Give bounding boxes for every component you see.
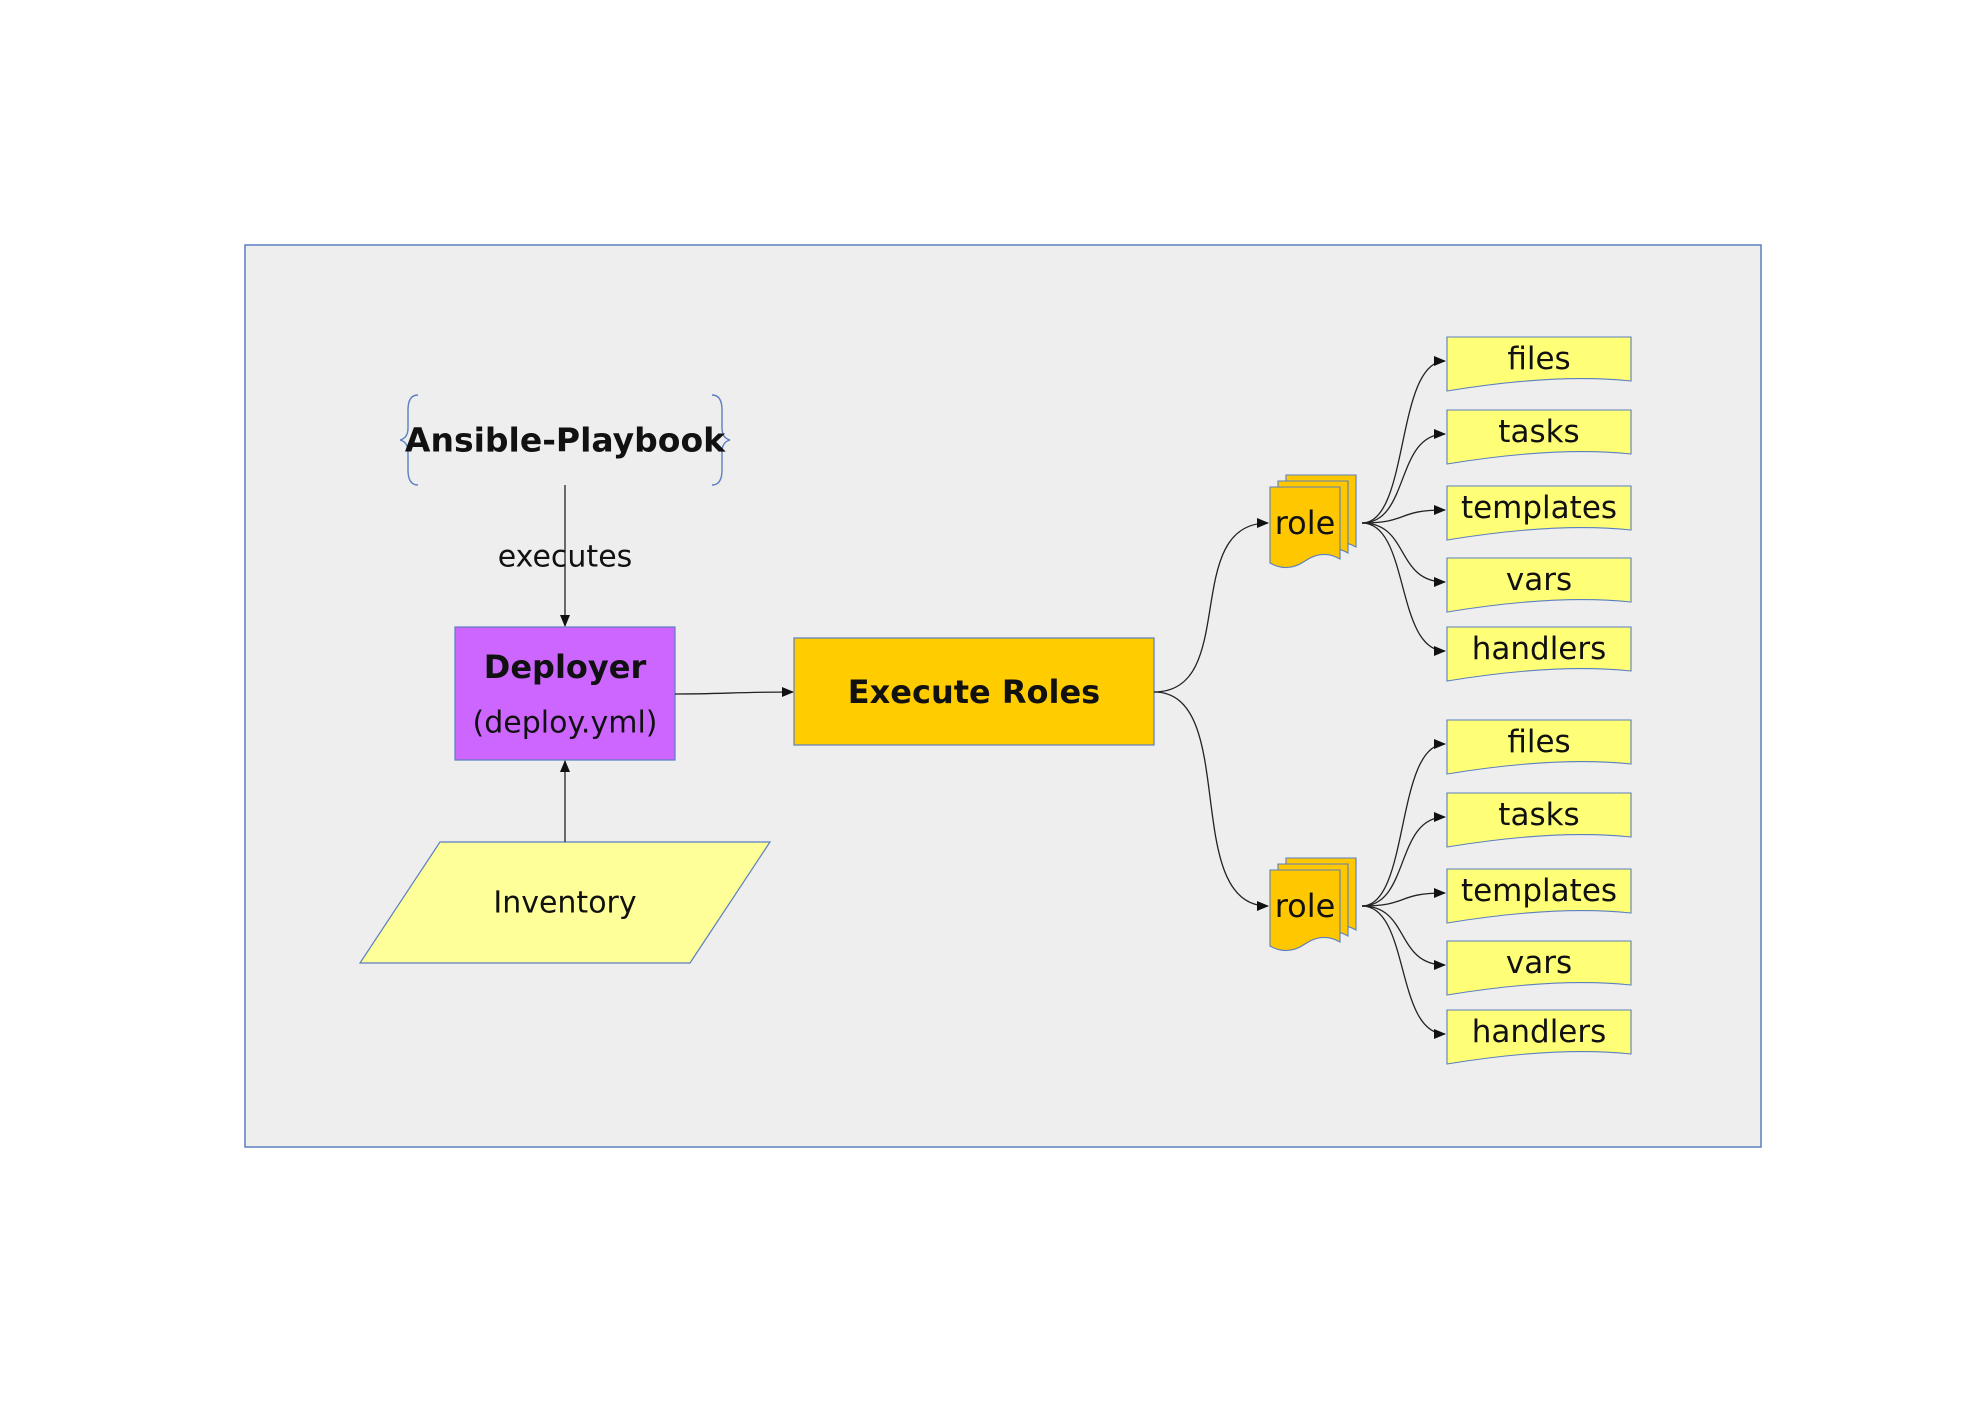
- role-group-2: role files tasks templates vars handlers: [1153, 691, 1632, 1065]
- execute-roles-label: Execute Roles: [848, 673, 1100, 711]
- role-label: role: [1275, 887, 1336, 925]
- edge-role-to-vars: [1361, 522, 1446, 587]
- deployer-subtitle: (deploy.yml): [473, 706, 658, 741]
- note-handlers[interactable]: handlers: [1446, 1009, 1632, 1065]
- ansible-playbook-node[interactable]: Ansible-Playbook: [399, 394, 731, 486]
- role-group-1: role files tasks templates vars handlers: [1153, 336, 1632, 693]
- note-label: templates: [1461, 873, 1617, 909]
- edge-role-to-vars: [1361, 905, 1446, 970]
- edge-role-to-files: [1361, 739, 1446, 907]
- edge-role-to-tasks: [1361, 812, 1446, 907]
- note-handlers[interactable]: handlers: [1446, 626, 1632, 682]
- note-shape: [1446, 1009, 1632, 1065]
- edge-execute-to-role-1: [1153, 518, 1269, 693]
- note-shape: [1446, 485, 1632, 541]
- role-node-1[interactable]: role: [1269, 474, 1357, 569]
- note-shape: [1446, 336, 1632, 392]
- edge-role-to-files: [1361, 356, 1446, 524]
- role-node-2[interactable]: role: [1269, 857, 1357, 952]
- edge-deployer-to-execute: [674, 687, 794, 698]
- edge-role-to-tasks: [1361, 429, 1446, 524]
- note-label: files: [1507, 341, 1570, 377]
- execute-roles-box: [793, 637, 1155, 746]
- role-sheet-3: [1269, 486, 1341, 569]
- inventory-label: Inventory: [493, 886, 636, 921]
- note-label: tasks: [1498, 797, 1579, 833]
- edge-role-to-handlers: [1361, 522, 1446, 656]
- note-files[interactable]: files: [1446, 336, 1632, 392]
- note-shape: [1446, 409, 1632, 465]
- note-shape: [1446, 719, 1632, 775]
- note-vars[interactable]: vars: [1446, 557, 1632, 613]
- note-files[interactable]: files: [1446, 719, 1632, 775]
- role-label: role: [1275, 504, 1336, 542]
- note-label: templates: [1461, 490, 1617, 526]
- edge-role-to-handlers: [1361, 905, 1446, 1039]
- inventory-parallelogram: [358, 841, 772, 964]
- edge-execute-to-role-2: [1153, 691, 1269, 911]
- note-label: vars: [1506, 562, 1572, 598]
- note-tasks[interactable]: tasks: [1446, 792, 1632, 848]
- note-shape: [1446, 940, 1632, 996]
- note-templates[interactable]: templates: [1446, 868, 1632, 924]
- deployer-title: Deployer: [484, 648, 647, 686]
- note-label: files: [1507, 724, 1570, 760]
- note-label: vars: [1506, 945, 1572, 981]
- note-shape: [1446, 868, 1632, 924]
- note-tasks[interactable]: tasks: [1446, 409, 1632, 465]
- right-brace-shape: [711, 394, 731, 486]
- note-shape: [1446, 557, 1632, 613]
- note-label: tasks: [1498, 414, 1579, 450]
- edge-role-to-templates: [1361, 505, 1446, 524]
- roles-layer: role files tasks templates vars handlers role f…: [1153, 336, 1632, 1065]
- ansible-playbook-label: Ansible-Playbook: [405, 421, 726, 460]
- role-sheet-3: [1269, 869, 1341, 952]
- note-shape: [1446, 626, 1632, 682]
- note-label: handlers: [1472, 1014, 1607, 1050]
- note-label: handlers: [1472, 631, 1607, 667]
- edge-label-executes: executes: [498, 540, 633, 575]
- execute-roles-node[interactable]: Execute Roles: [793, 637, 1155, 746]
- deployer-node[interactable]: Deployer (deploy.yml): [454, 626, 676, 761]
- note-templates[interactable]: templates: [1446, 485, 1632, 541]
- note-shape: [1446, 792, 1632, 848]
- edge-role-to-templates: [1361, 888, 1446, 907]
- note-vars[interactable]: vars: [1446, 940, 1632, 996]
- left-brace-shape: [399, 394, 419, 486]
- inventory-node[interactable]: Inventory: [358, 841, 772, 964]
